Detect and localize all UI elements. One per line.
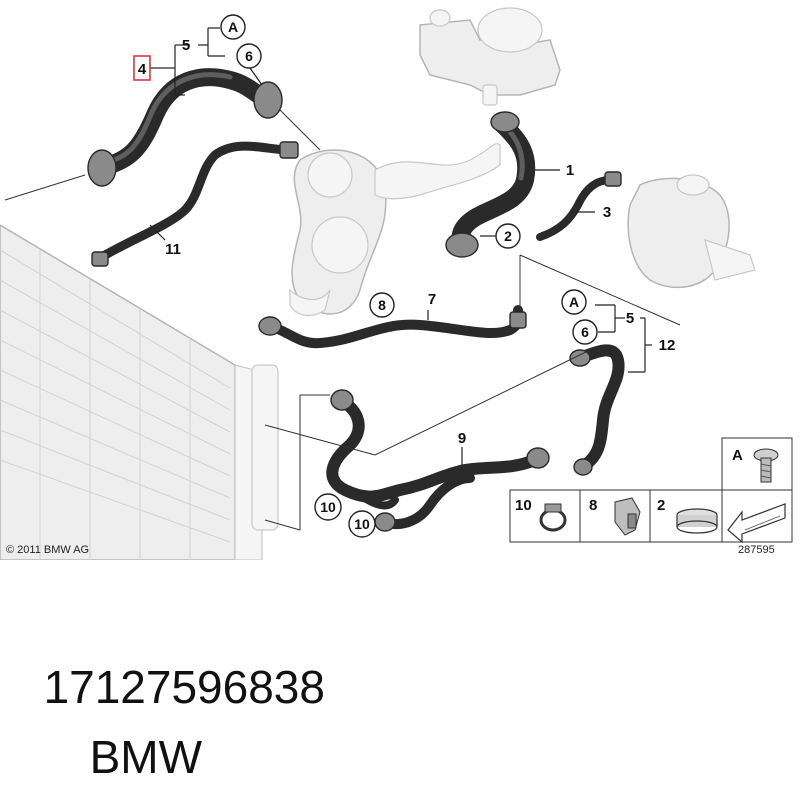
reference-lines xyxy=(4,109,681,531)
callout-10-left: 10 xyxy=(320,499,336,515)
legend-item-8: 8 xyxy=(589,497,597,514)
hose-11 xyxy=(91,141,299,267)
callout-10-bottom-circle xyxy=(348,510,376,538)
callout-2: 2 xyxy=(504,228,512,244)
hose-diagram: 4 5 A 6 1 2 3 11 8 7 A 6 5 12 9 10 10 A xyxy=(0,7,793,560)
brand-name: BMW xyxy=(89,731,202,783)
callout-A-top-circle xyxy=(220,14,246,40)
legend-A: A xyxy=(732,447,743,464)
callout-leaders xyxy=(149,27,652,470)
callout-2-circle xyxy=(495,223,521,249)
hose-12 xyxy=(569,344,625,476)
spring-band-clamp-icon xyxy=(676,508,718,534)
hose-7 xyxy=(258,305,527,349)
callout-8-circle xyxy=(369,292,395,318)
callout-10-bottom: 10 xyxy=(354,516,370,532)
callout-12: 12 xyxy=(659,337,676,354)
callout-4: 4 xyxy=(138,61,147,78)
hose-clamp-icon xyxy=(539,503,567,532)
callout-6-top-circle xyxy=(236,43,262,69)
callout-6-right-circle xyxy=(572,319,598,345)
water-pump-ghost xyxy=(289,143,501,317)
product-caption: 17127596838 BMW xyxy=(18,582,788,783)
callout-1: 1 xyxy=(566,162,574,179)
image-id: 287595 xyxy=(738,544,775,556)
callout-3: 3 xyxy=(603,204,611,221)
callout-5-top: 5 xyxy=(182,37,190,54)
callout-10-left-circle xyxy=(314,493,342,521)
radiator xyxy=(0,224,279,560)
hose-3 xyxy=(536,171,622,241)
callout-A-top: A xyxy=(228,19,238,35)
callout-9: 9 xyxy=(458,430,466,447)
expansion-tank-ghost xyxy=(627,174,756,289)
legend-panel: A 10 8 2 xyxy=(509,437,793,544)
callout-6-top: 6 xyxy=(245,48,253,64)
legend-item-2: 2 xyxy=(657,497,665,514)
callout-A-right-circle xyxy=(561,289,587,315)
callout-A-right: A xyxy=(569,294,579,310)
arrow-icon xyxy=(727,503,786,544)
hose-4 xyxy=(87,68,283,187)
copyright-text: © 2011 BMW AG xyxy=(6,544,89,556)
callout-6-right: 6 xyxy=(581,324,589,340)
callout-7: 7 xyxy=(428,291,436,308)
callout-5-right: 5 xyxy=(626,310,634,327)
callout-4-highlight xyxy=(133,55,151,81)
callout-8: 8 xyxy=(378,297,386,313)
part-number: 17127596838 xyxy=(43,661,325,713)
hose-9 xyxy=(326,389,550,532)
reservoir-top-ghost xyxy=(419,7,561,106)
callout-11: 11 xyxy=(165,241,181,258)
hose-1 xyxy=(445,111,536,258)
clip-icon xyxy=(614,497,641,536)
bolt-icon xyxy=(753,448,779,483)
legend-item-10: 10 xyxy=(515,497,532,514)
